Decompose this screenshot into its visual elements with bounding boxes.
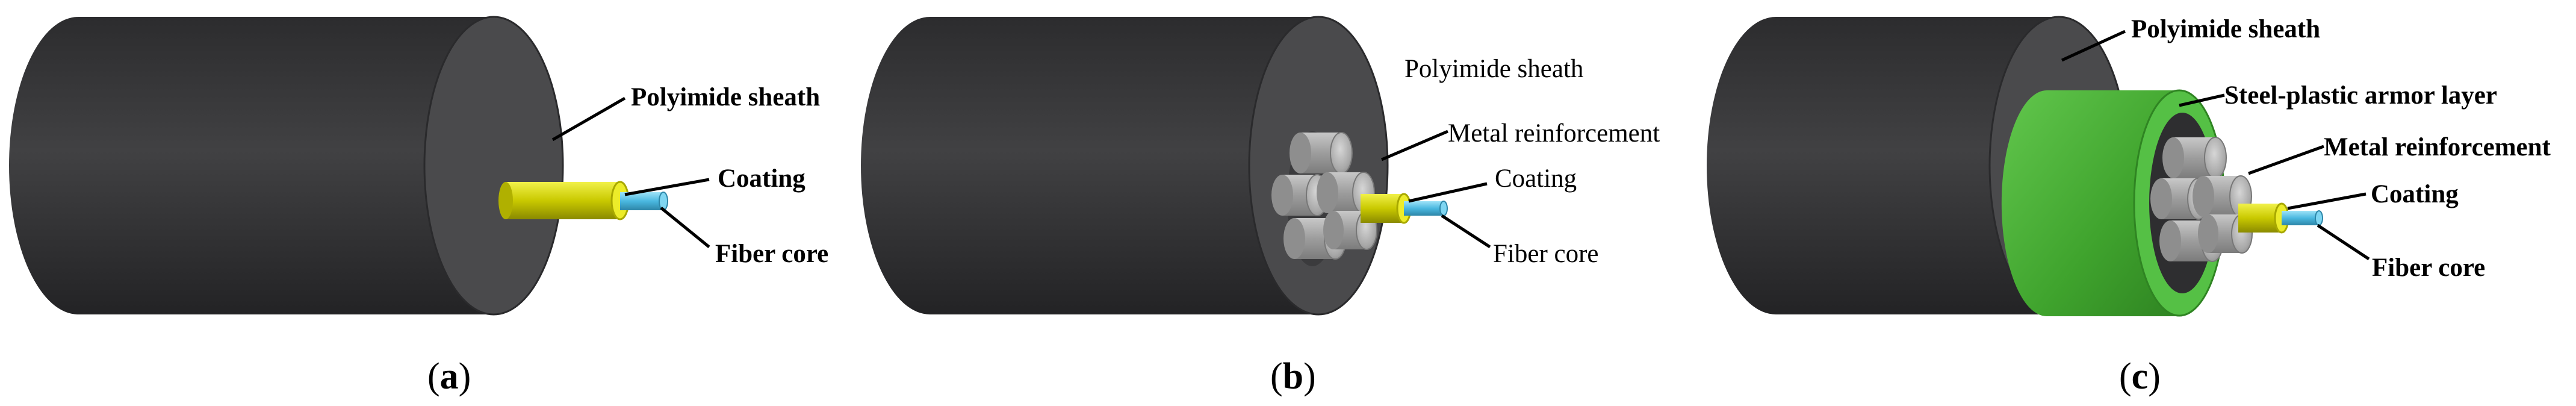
caption-a: (a) <box>427 356 471 397</box>
metal-rod <box>1290 132 1353 174</box>
caption-letter-c: c <box>2132 356 2149 397</box>
leader-line-core-c <box>2317 223 2370 261</box>
coating-tube <box>1361 193 1412 224</box>
panel-a: Polyimide sheath Coating Fiber core (a) <box>9 16 828 397</box>
label-coating-b: Coating <box>1495 164 1577 193</box>
metal-rod <box>2162 137 2227 179</box>
label-fiber-core-a: Fiber core <box>715 240 828 268</box>
polyimide-sheath-body <box>9 16 564 316</box>
label-coating-a: Coating <box>718 164 805 193</box>
label-polyimide-sheath-b: Polyimide sheath <box>1404 55 1583 83</box>
caption-b: (b) <box>1270 356 1316 397</box>
panel-c: Polyimide sheath Steel-plastic armor lay… <box>1707 15 2551 397</box>
caption-c: (c) <box>2119 356 2161 397</box>
leader-line-reinforcement-c <box>2248 145 2324 175</box>
leader-line-reinforcement-b <box>1381 130 1448 161</box>
leader-line-coating-b <box>1408 182 1488 203</box>
label-metal-reinforcement-c: Metal reinforcement <box>2324 133 2551 161</box>
fiber-core <box>1404 201 1448 216</box>
label-fiber-core-b: Fiber core <box>1493 240 1599 268</box>
label-fiber-core-c: Fiber core <box>2372 254 2485 282</box>
leader-line-core-b <box>1441 214 1491 249</box>
label-polyimide-sheath-a: Polyimide sheath <box>631 83 820 111</box>
coating-tube <box>2238 202 2289 234</box>
leader-line-core-a <box>660 207 710 248</box>
caption-letter-a: a <box>440 356 459 397</box>
leader-line-sheath-a <box>551 96 626 142</box>
leader-line-sheath-c <box>2061 30 2126 62</box>
metal-reinforcement-bundle <box>2150 137 2253 262</box>
fiber-core <box>2282 210 2323 226</box>
label-metal-reinforcement-b: Metal reinforcement <box>1448 119 1660 148</box>
leader-line-coating-c <box>2287 192 2367 210</box>
leader-line-armor-c <box>2179 93 2225 107</box>
label-polyimide-sheath-c: Polyimide sheath <box>2131 15 2320 43</box>
label-armor-layer-c: Steel-plastic armor layer <box>2224 81 2497 110</box>
panel-b: Polyimide sheath Metal reinforcement Coa… <box>861 16 1660 397</box>
caption-letter-b: b <box>1283 356 1303 397</box>
leader-line-coating-a <box>624 178 710 196</box>
metal-reinforcement-bundle <box>1271 131 1377 266</box>
coating-tube <box>498 181 630 220</box>
metal-rod <box>2198 214 2253 254</box>
label-coating-c: Coating <box>2371 180 2459 208</box>
